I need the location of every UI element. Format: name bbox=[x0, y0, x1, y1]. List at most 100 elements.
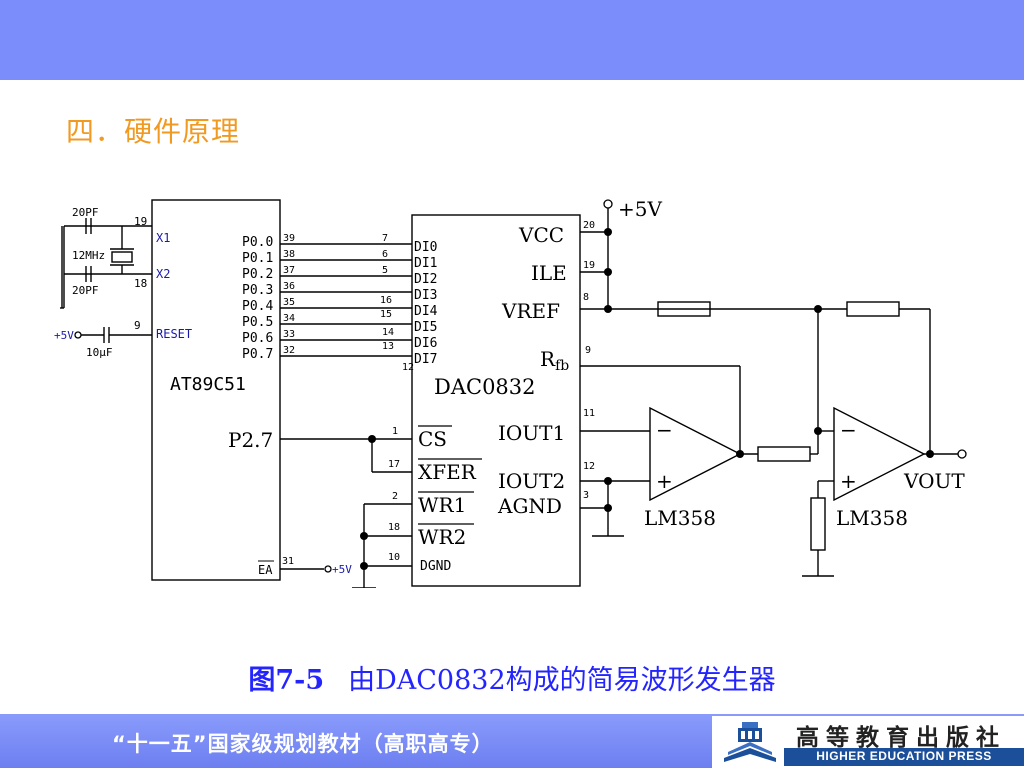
circuit-schematic: 20PF 12MHz 20PF 19 18 9 +5V 10μF X1 X2 R… bbox=[52, 188, 992, 588]
publisher-block: 高等教育出版社 HIGHER EDUCATION PRESS bbox=[712, 716, 1024, 768]
opamp2-body bbox=[833, 406, 926, 502]
agnd-pin-number: 3 bbox=[583, 490, 589, 501]
publisher-logo-icon bbox=[718, 718, 782, 766]
dac-wr1-label: WR1 bbox=[418, 493, 466, 517]
p06-pin-number: 33 bbox=[283, 329, 295, 340]
reset-supply-label: +5V bbox=[54, 329, 74, 342]
dac-di5-label: DI5 bbox=[414, 320, 437, 335]
vout-label: VOUT bbox=[903, 469, 965, 493]
di3-pin-number: 16 bbox=[380, 295, 392, 306]
mcu-body bbox=[151, 199, 281, 581]
vcc-pin-number: 20 bbox=[583, 220, 595, 231]
di7-pin-number: 12 bbox=[402, 362, 414, 373]
dac-xfer-label: XFER bbox=[418, 460, 477, 484]
dac-agnd-label: AGND bbox=[497, 494, 562, 518]
schematic-background bbox=[52, 188, 992, 588]
di6-pin-number: 13 bbox=[382, 341, 394, 352]
dac-dgnd-label: DGND bbox=[420, 559, 451, 574]
crystal-body bbox=[111, 251, 133, 263]
p02-pin-number: 37 bbox=[283, 265, 295, 276]
dac-cs-label: CS bbox=[418, 427, 447, 451]
xfer-pin-number: 17 bbox=[388, 459, 400, 470]
dac-wr2-label: WR2 bbox=[418, 525, 466, 549]
p04-pin-number: 35 bbox=[283, 297, 295, 308]
section-title: 四．硬件原理 bbox=[66, 115, 241, 148]
mcu-x1-pin-number: 19 bbox=[134, 215, 147, 228]
mcu-p06-label: P0.6 bbox=[242, 331, 273, 346]
rfb-pin-number: 9 bbox=[585, 345, 591, 356]
opamp1-name-label: LM358 bbox=[644, 506, 716, 530]
mcu-p05-label: P0.5 bbox=[242, 315, 273, 330]
caption-text: 由DAC0832构成的简易波形发生器 bbox=[348, 665, 776, 696]
rfb-main: R bbox=[540, 347, 556, 371]
vref-pin-number: 8 bbox=[583, 292, 589, 303]
publisher-name-en-bar: HIGHER EDUCATION PRESS bbox=[784, 748, 1024, 766]
dac-di4-label: DI4 bbox=[414, 304, 438, 319]
wr1-pin-number: 2 bbox=[392, 491, 398, 502]
dac-di6-label: DI6 bbox=[414, 336, 437, 351]
dac-ile-label: ILE bbox=[531, 261, 567, 285]
p01-pin-number: 38 bbox=[283, 249, 295, 260]
dac-di7-label: DI7 bbox=[414, 352, 437, 367]
p07-pin-number: 32 bbox=[283, 345, 295, 356]
publisher-name-en: HIGHER EDUCATION PRESS bbox=[816, 749, 992, 763]
ile-pin-number: 19 bbox=[583, 260, 595, 271]
mcu-p04-label: P0.4 bbox=[242, 299, 273, 314]
mcu-name-label: AT89C51 bbox=[170, 374, 246, 395]
di1-pin-number: 6 bbox=[382, 249, 388, 260]
dac-di3-label: DI3 bbox=[414, 288, 437, 303]
osc-cap1-label: 20PF bbox=[72, 206, 99, 219]
opamp2-plus: + bbox=[840, 469, 857, 493]
p03-pin-number: 36 bbox=[283, 281, 295, 292]
figure-caption: 图7-5 由DAC0832构成的简易波形发生器 bbox=[0, 658, 1024, 697]
dac-iout1-label: IOUT1 bbox=[498, 421, 565, 445]
di4-pin-number: 15 bbox=[380, 309, 392, 320]
cs-pin-number: 1 bbox=[392, 426, 398, 437]
mcu-p02-label: P0.2 bbox=[242, 267, 273, 282]
dgnd-pin-number: 10 bbox=[388, 552, 400, 563]
supply-label: +5V bbox=[618, 197, 662, 221]
ea-supply-label: +5V bbox=[332, 563, 352, 576]
osc-cap2-label: 20PF bbox=[72, 284, 99, 297]
mcu-reset-label: RESET bbox=[156, 327, 192, 341]
mcu-ea-label: EA bbox=[258, 563, 273, 577]
dac-body bbox=[411, 214, 581, 587]
dac-vref-label: VREF bbox=[501, 299, 560, 323]
mcu-x1-label: X1 bbox=[156, 231, 170, 245]
iout2-pin-number: 12 bbox=[583, 461, 595, 472]
di2-pin-number: 5 bbox=[382, 265, 388, 276]
mcu-x2-label: X2 bbox=[156, 267, 170, 281]
publisher-name-cn: 高等教育出版社 bbox=[796, 725, 1006, 751]
reset-cap-label: 10μF bbox=[86, 346, 113, 359]
opamp1-body bbox=[649, 406, 742, 502]
wr2-pin-number: 18 bbox=[388, 522, 400, 533]
mcu-p07-label: P0.7 bbox=[242, 347, 273, 362]
opamp2-minus: − bbox=[840, 418, 857, 442]
mcu-p03-label: P0.3 bbox=[242, 283, 273, 298]
circuit-figure: 20PF 12MHz 20PF 19 18 9 +5V 10μF X1 X2 R… bbox=[52, 188, 992, 588]
di0-pin-number: 7 bbox=[382, 233, 388, 244]
dac-vcc-label: VCC bbox=[518, 223, 564, 247]
opamp1-minus: − bbox=[656, 418, 673, 442]
mcu-p00-label: P0.0 bbox=[242, 235, 273, 250]
dac-di0-label: DI0 bbox=[414, 240, 437, 255]
rfb-subscript: fb bbox=[555, 358, 569, 374]
di5-pin-number: 14 bbox=[382, 327, 394, 338]
dac-iout2-label: IOUT2 bbox=[498, 469, 565, 493]
ea-pin-number: 31 bbox=[282, 556, 294, 567]
p00-pin-number: 39 bbox=[283, 233, 295, 244]
mcu-reset-pin-number: 9 bbox=[134, 319, 141, 332]
dac-name-label: DAC0832 bbox=[434, 375, 536, 399]
caption-number: 图7-5 bbox=[248, 665, 325, 696]
dac-rfb-label: Rfb bbox=[540, 347, 569, 374]
mcu-p01-label: P0.1 bbox=[242, 251, 273, 266]
mcu-x2-pin-number: 18 bbox=[134, 277, 147, 290]
header-band bbox=[0, 0, 1024, 80]
dac-di2-label: DI2 bbox=[414, 272, 437, 287]
osc-crystal-label: 12MHz bbox=[72, 249, 105, 262]
textbook-series-label: “十一五”国家级规划教材（高职高专） bbox=[112, 732, 494, 756]
p05-pin-number: 34 bbox=[283, 313, 295, 324]
opamp1-plus: + bbox=[656, 469, 673, 493]
mcu-p27-label: P2.7 bbox=[228, 428, 273, 452]
iout1-pin-number: 11 bbox=[583, 408, 595, 419]
